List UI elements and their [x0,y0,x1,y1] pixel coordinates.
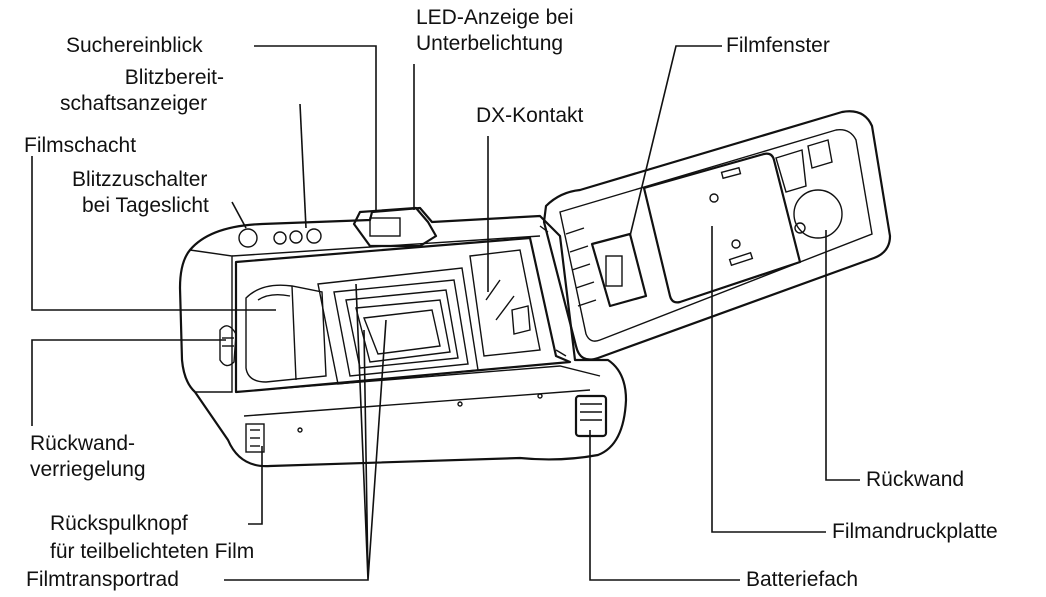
label-filmandruckplatte: Filmandruckplatte [832,520,998,543]
label-suchereinblick: Suchereinblick [66,34,203,57]
leader-rueckwandverriegelung [31,339,226,426]
leader-filmschacht [31,156,276,311]
label-rueckwand: Rückwand [866,468,965,491]
label-batteriefach: Batteriefach [746,568,859,591]
label-dx-kontakt: DX-Kontakt [476,104,584,127]
label-rueckwand-line2: verriegelung [30,458,146,481]
label-rueckspulknopf-line2: für teilbelichteten Film [50,540,255,563]
label-rueckspulknopf-line1: Rückspulknopf [50,512,188,535]
label-led-line2: Unterbelichtung [416,32,564,55]
back-door [539,110,892,361]
leader-rueckwand [825,230,860,481]
camera-body [178,206,628,468]
leader-blitzzu [231,201,247,229]
label-blitzzu-line2: bei Tageslicht [82,194,209,217]
leader-filmtransport [224,283,387,581]
label-blitzzu-line1: Blitzzuschalter [72,168,208,191]
label-led-line1: LED-Anzeige bei [416,6,574,29]
label-filmfenster: Filmfenster [726,34,830,57]
leader-suchereinblick [254,45,377,212]
label-blitzbereit-line1: Blitzbereit- [124,66,224,89]
leader-batteriefach [589,430,740,581]
label-filmtransportrad: Filmtransportrad [26,568,179,591]
leader-lines [31,45,860,581]
label-rueckwand-line1: Rückwand- [30,432,136,455]
leader-filmandruck [711,226,826,533]
leader-filmfenster [629,45,722,237]
label-filmschacht: Filmschacht [24,134,137,157]
label-blitzbereit-line2: schaftsanzeiger [60,92,208,115]
leader-blitzbereit [299,103,307,229]
leader-rueckspul [248,446,263,525]
